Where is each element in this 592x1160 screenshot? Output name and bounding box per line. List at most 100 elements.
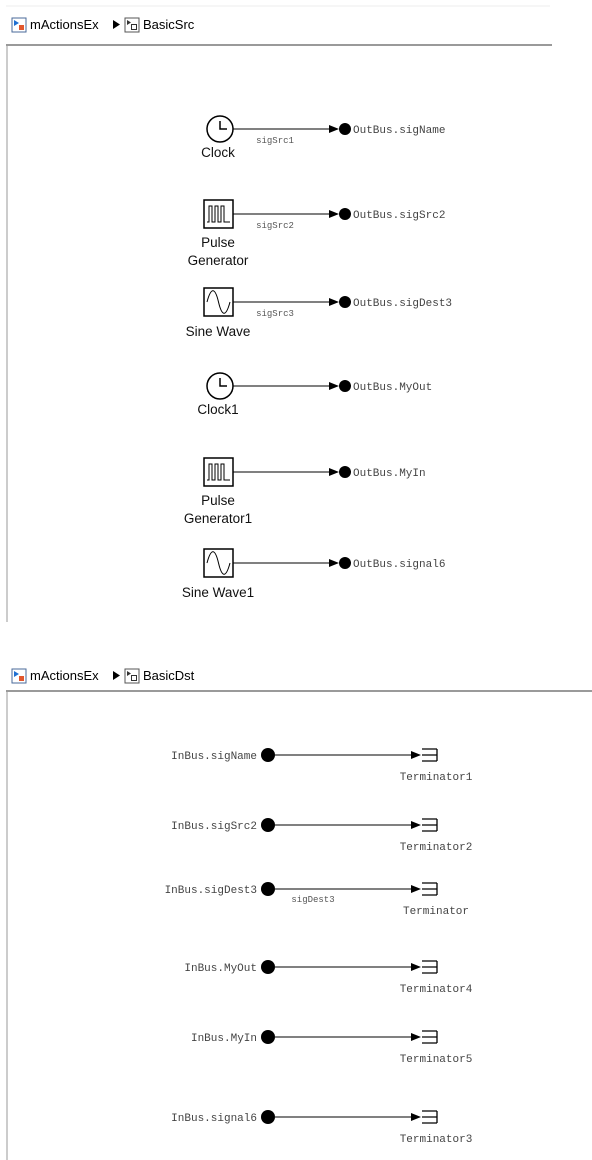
goto-port-icon [339, 380, 351, 392]
goto-port-icon [339, 123, 351, 135]
from-tag-label: InBus.sigDest3 [165, 885, 257, 897]
breadcrumb-subsystem[interactable]: BasicDst [143, 668, 195, 683]
arrowhead [411, 1033, 421, 1041]
model-icon [11, 668, 27, 684]
arrowhead [329, 559, 339, 567]
arrowhead [329, 210, 339, 218]
block-label: Generator1 [184, 511, 252, 526]
sine-wave-icon [206, 551, 231, 575]
signal-name-label: sigSrc1 [256, 136, 294, 146]
terminator-icon[interactable] [422, 1030, 438, 1044]
block-label: Pulse [201, 235, 235, 250]
from-port-icon [261, 748, 275, 762]
goto-port-icon [339, 296, 351, 308]
block-label: Generator [188, 253, 249, 268]
breadcrumb: mActionsEx BasicDst [11, 668, 195, 684]
signal-row: Sine Wave OutBus.sigDest3 sigSrc3 [186, 287, 452, 339]
terminator-label: Terminator4 [400, 984, 473, 996]
goto-tag-label: OutBus.MyIn [353, 468, 426, 480]
breadcrumb-subsystem[interactable]: BasicSrc [143, 17, 195, 32]
breadcrumb-separator-icon [113, 20, 120, 29]
signal-row: Clock OutBus.sigName sigSrc1 [201, 115, 445, 160]
pulse-generator-block[interactable] [203, 457, 234, 487]
from-port-icon [261, 1110, 275, 1124]
arrowhead [411, 821, 421, 829]
panel-basic-dst: mActionsEx BasicDst InBus.sigNameTerminat… [6, 668, 592, 1160]
arrowhead [329, 298, 339, 306]
from-port-icon [261, 960, 275, 974]
subsystem-icon [124, 668, 140, 684]
terminator-icon[interactable] [422, 818, 438, 832]
sine-wave-block[interactable] [203, 548, 234, 578]
signal-name-label: sigSrc3 [256, 309, 294, 319]
terminator-label: Terminator2 [400, 842, 473, 854]
goto-tag-label: OutBus.sigName [353, 125, 445, 137]
terminator-label: Terminator1 [400, 772, 473, 784]
sine-wave-icon [206, 290, 231, 314]
goto-tag-label: OutBus.sigDest3 [353, 298, 452, 310]
model-icon [11, 17, 27, 33]
from-port-icon [261, 818, 275, 832]
block-label: Clock [201, 145, 235, 160]
clock-icon [219, 378, 227, 387]
from-tag-label: InBus.sigName [171, 751, 257, 763]
terminator-icon[interactable] [422, 882, 438, 896]
pulse-icon [207, 205, 230, 223]
block-rows: ClockOutBus.sigNamesigSrc1PulseGenerator… [182, 115, 452, 600]
from-tag-label: InBus.signal6 [171, 1113, 257, 1125]
block-label: Pulse [201, 493, 235, 508]
goto-tag-label: OutBus.sigSrc2 [353, 210, 445, 222]
arrowhead [411, 963, 421, 971]
pulse-icon [207, 463, 230, 481]
breadcrumb-separator-icon [113, 671, 120, 680]
terminator-icon[interactable] [422, 1110, 438, 1124]
from-port-icon [261, 882, 275, 896]
panel-basic-src: mActionsEx BasicSrc Clock OutBus.sigName si… [6, 5, 552, 622]
subsystem-icon [124, 17, 140, 33]
sine-wave-block[interactable] [203, 287, 234, 317]
signal-name-label: sigSrc2 [256, 221, 294, 231]
goto-tag-label: OutBus.MyOut [353, 382, 432, 394]
from-port-icon [261, 1030, 275, 1044]
arrowhead [411, 1113, 421, 1121]
block-label: Sine Wave [186, 324, 251, 339]
arrowhead [329, 125, 339, 133]
goto-port-icon [339, 466, 351, 478]
clock-block[interactable] [206, 115, 234, 143]
block-label: Clock1 [197, 402, 238, 417]
signal-row: Sine Wave1 OutBus.signal6 [182, 548, 445, 600]
block-label: Sine Wave1 [182, 585, 254, 600]
breadcrumb-model[interactable]: mActionsEx [30, 17, 99, 32]
terminator-icon[interactable] [422, 748, 438, 762]
arrowhead [329, 468, 339, 476]
arrowhead [329, 382, 339, 390]
breadcrumb-model[interactable]: mActionsEx [30, 668, 99, 683]
signal-row: Clock1 OutBus.MyOut [197, 372, 432, 417]
terminator-icon[interactable] [422, 960, 438, 974]
signal-name-label: sigDest3 [291, 895, 334, 905]
arrowhead [411, 751, 421, 759]
terminator-label: Terminator3 [400, 1134, 473, 1146]
terminator-label: Terminator5 [400, 1054, 473, 1066]
from-tag-label: InBus.MyIn [191, 1033, 257, 1045]
from-tag-label: InBus.MyOut [184, 963, 257, 975]
clock-block[interactable] [206, 372, 234, 400]
breadcrumb: mActionsEx BasicSrc [11, 17, 195, 33]
goto-port-icon [339, 208, 351, 220]
arrowhead [411, 885, 421, 893]
terminator-label: Terminator [403, 906, 469, 918]
goto-port-icon [339, 557, 351, 569]
block-rows: InBus.sigNameTerminator1InBus.sigSrc2Ter… [165, 748, 473, 1146]
goto-tag-label: OutBus.signal6 [353, 559, 445, 571]
from-tag-label: InBus.sigSrc2 [171, 821, 257, 833]
pulse-generator-block[interactable] [203, 199, 234, 229]
